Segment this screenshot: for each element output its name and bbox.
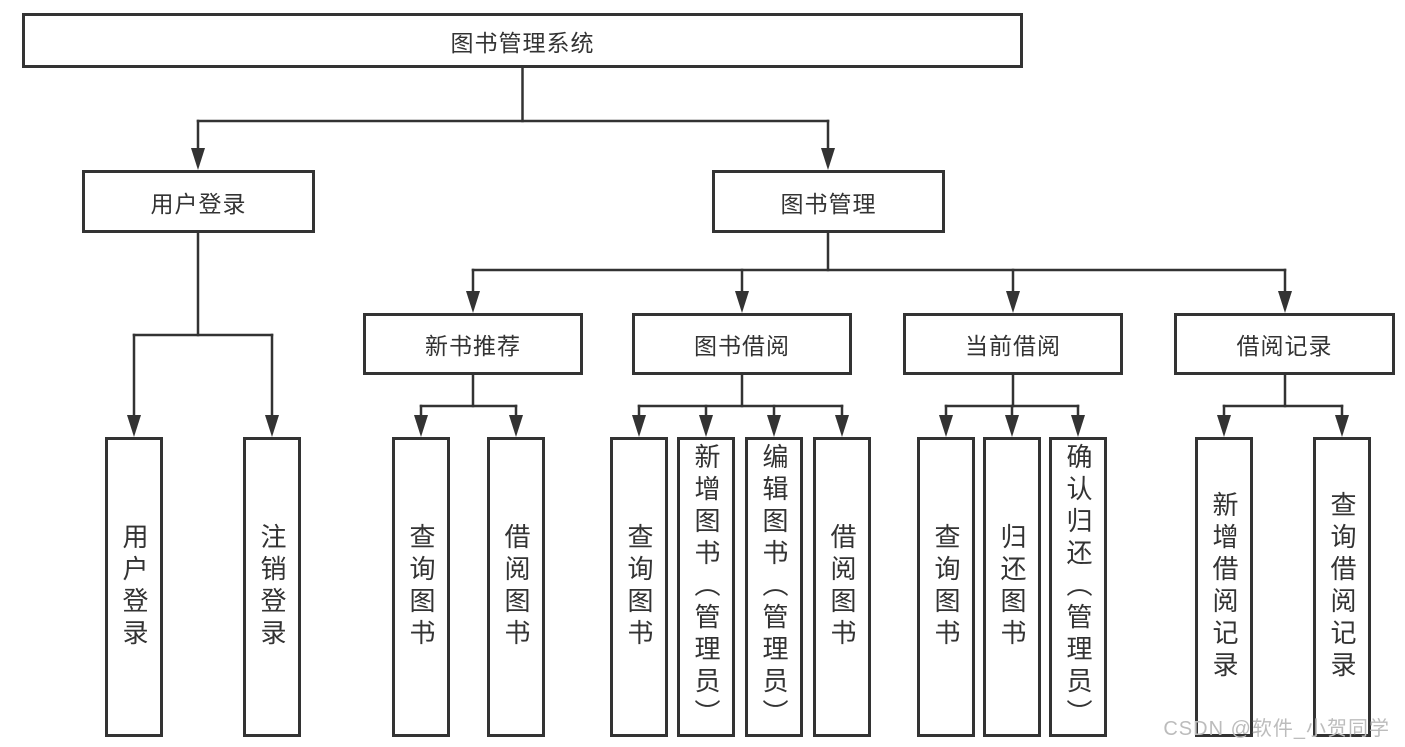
arrowhead-icon — [1278, 291, 1292, 313]
node-book-management-label: 图书管理 — [780, 190, 877, 217]
leaf-edit-books-admin: 编辑图书（管理员） — [745, 437, 803, 737]
connector-mgmt-to-sections — [471, 231, 1287, 297]
arrowhead-icon — [414, 415, 428, 437]
node-book-management: 图书管理 — [712, 170, 945, 233]
arrowhead-icon — [835, 415, 849, 437]
arrowhead-icon — [1005, 415, 1019, 437]
node-new-book-recommend-label: 新书推荐 — [425, 333, 521, 359]
leaf-add-books-admin: 新增图书（管理员） — [677, 437, 735, 737]
leaf-edit-books-admin-label: 编辑图书（管理员） — [759, 443, 789, 731]
leaf-query-books-current-label: 查询图书 — [931, 523, 961, 651]
arrowhead-icon — [767, 415, 781, 437]
arrowhead-icon — [127, 415, 141, 437]
arrowhead-icon — [632, 415, 646, 437]
node-current-borrow: 当前借阅 — [903, 313, 1123, 375]
leaf-query-books-current: 查询图书 — [917, 437, 975, 737]
leaf-confirm-return-admin-label: 确认归还（管理员） — [1063, 443, 1093, 731]
connector-login-to-leaves — [132, 231, 274, 421]
leaf-query-books-recommend: 查询图书 — [392, 437, 450, 737]
leaf-borrow-books-recommend: 借阅图书 — [487, 437, 545, 737]
leaf-borrow-books-recommend-label: 借阅图书 — [501, 523, 531, 651]
arrowhead-icon — [1071, 415, 1085, 437]
connector-root-to-level2 — [196, 66, 830, 153]
node-current-borrow-label: 当前借阅 — [965, 333, 1061, 359]
connector-sectionB-to-leaves — [637, 373, 844, 421]
leaf-query-borrow-record-label: 查询借阅记录 — [1327, 491, 1357, 683]
node-book-borrow: 图书借阅 — [632, 313, 852, 375]
arrowhead-icon — [1335, 415, 1349, 437]
leaf-add-borrow-record-label: 新增借阅记录 — [1209, 491, 1239, 683]
arrowhead-icon — [1006, 291, 1020, 313]
leaf-query-books-borrow-label: 查询图书 — [624, 523, 654, 651]
node-user-login: 用户登录 — [82, 170, 315, 233]
node-new-book-recommend: 新书推荐 — [363, 313, 583, 375]
node-book-borrow-label: 图书借阅 — [694, 333, 790, 359]
leaf-return-books-label: 归还图书 — [997, 523, 1027, 651]
arrowhead-icon — [509, 415, 523, 437]
leaf-add-books-admin-label: 新增图书（管理员） — [691, 443, 721, 731]
watermark-text: CSDN @软件_小贺同学 — [1163, 718, 1390, 740]
arrowhead-icon — [1217, 415, 1231, 437]
arrowhead-icon — [699, 415, 713, 437]
arrowhead-icon — [265, 415, 279, 437]
node-borrow-records-label: 借阅记录 — [1236, 333, 1333, 359]
arrowhead-icon — [939, 415, 953, 437]
leaf-user-login-label: 用户登录 — [119, 523, 149, 651]
leaf-borrow-books-label: 借阅图书 — [827, 523, 857, 651]
leaf-query-books-borrow: 查询图书 — [610, 437, 668, 737]
leaf-add-borrow-record: 新增借阅记录 — [1195, 437, 1253, 737]
node-borrow-records: 借阅记录 — [1174, 313, 1395, 375]
leaf-confirm-return-admin: 确认归还（管理员） — [1049, 437, 1107, 737]
connector-sectionC-to-leaves — [944, 373, 1080, 421]
node-library-system: 图书管理系统 — [22, 13, 1023, 68]
arrowhead-icon — [735, 291, 749, 313]
leaf-return-books: 归还图书 — [983, 437, 1041, 737]
arrowheads — [127, 148, 1349, 437]
leaf-query-borrow-record: 查询借阅记录 — [1313, 437, 1371, 737]
arrowhead-icon — [821, 148, 835, 170]
leaf-query-books-recommend-label: 查询图书 — [406, 523, 436, 651]
arrowhead-icon — [466, 291, 480, 313]
leaf-logout-label: 注销登录 — [257, 523, 287, 651]
leaf-user-login: 用户登录 — [105, 437, 163, 737]
node-library-system-label: 图书管理系统 — [450, 29, 595, 56]
connector-sectionA-to-leaves — [419, 373, 518, 421]
arrowhead-icon — [191, 148, 205, 170]
node-user-login-label: 用户登录 — [150, 190, 247, 217]
connector-sectionD-to-leaves — [1222, 373, 1344, 421]
leaf-logout: 注销登录 — [243, 437, 301, 737]
leaf-borrow-books: 借阅图书 — [813, 437, 871, 737]
